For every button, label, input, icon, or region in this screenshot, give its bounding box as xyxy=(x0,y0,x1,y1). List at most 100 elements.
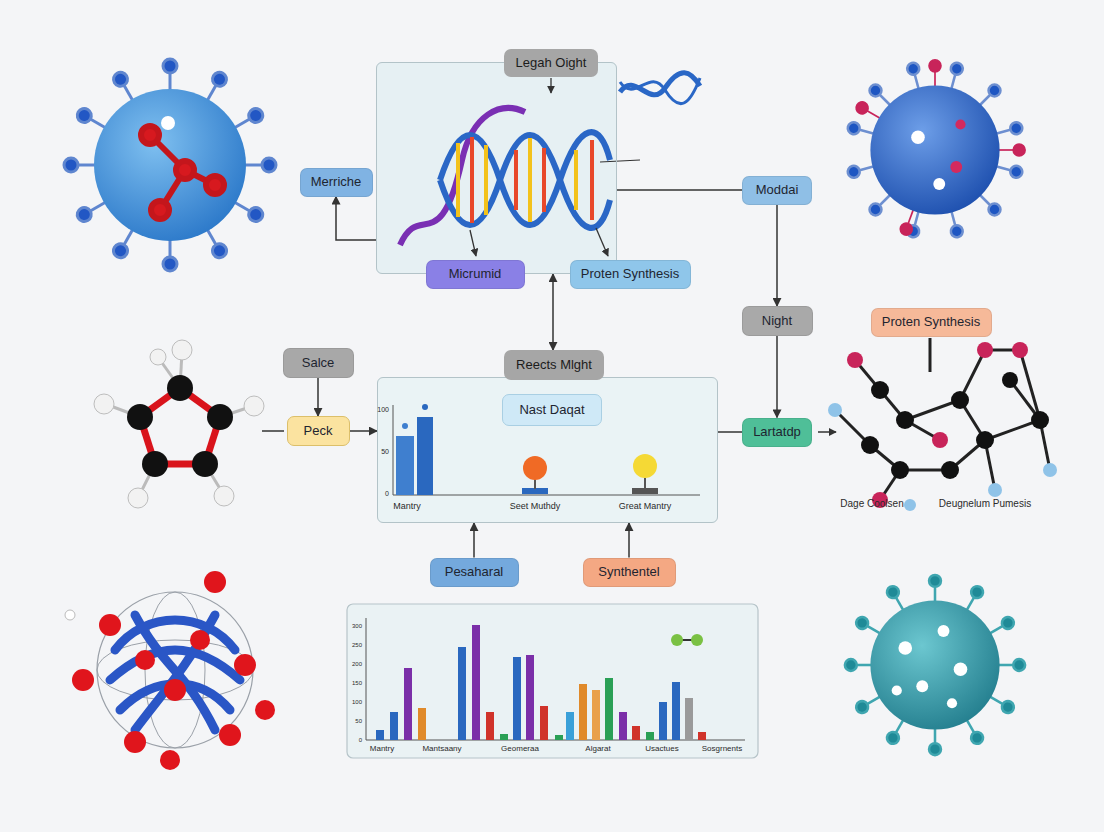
chart-label: Mantsaany xyxy=(422,745,461,754)
virus-top-left-part-part xyxy=(64,158,96,172)
node-text: Peck xyxy=(304,423,333,439)
virus-bottom-right-part-part xyxy=(892,685,902,695)
chart-label: Mantry xyxy=(370,745,394,754)
bottom-chart-part xyxy=(592,690,600,740)
label-pill: Merriche xyxy=(300,168,373,197)
network-molecule-part-part xyxy=(828,403,842,417)
node-text: Night xyxy=(762,313,792,329)
chart-label: 150 xyxy=(352,680,362,687)
virus-top-right-part-part xyxy=(994,161,1023,180)
ring-molecule-part-part xyxy=(244,396,264,416)
bottom-chart-part xyxy=(366,618,367,740)
bottom-chart-part xyxy=(605,678,613,740)
virus-top-right-part-part xyxy=(998,144,1025,156)
virus-top-right-part xyxy=(854,60,1025,237)
dna-helix-part xyxy=(440,132,610,225)
dna-helix-part xyxy=(458,137,592,223)
dna-helix-part xyxy=(470,230,476,256)
node-text: Micrumid xyxy=(449,266,502,282)
label-pill: Proten Synthesis xyxy=(570,260,691,289)
virus-bottom-right-part-part xyxy=(898,641,912,655)
chart-label: 0 xyxy=(385,490,389,498)
ring-molecule-part xyxy=(108,352,250,494)
node-text: Pesaharal xyxy=(445,564,504,580)
network-molecule-part-part xyxy=(929,338,932,372)
chart-label: 300 xyxy=(352,623,362,630)
bottom-chart-part xyxy=(698,732,706,740)
label-pill: Synthentel xyxy=(583,558,676,587)
virus-top-left-part xyxy=(94,89,246,241)
panel-ground-part xyxy=(376,62,617,274)
network-molecule-part-part xyxy=(904,499,916,511)
virus-top-left-part xyxy=(141,126,224,219)
connector xyxy=(350,430,378,432)
dna-helix-part xyxy=(440,135,610,228)
middle-chart-part xyxy=(422,404,428,410)
dna-helix-part-part xyxy=(590,140,594,220)
virus-bottom-right-part-part xyxy=(845,659,872,671)
network-molecule-part-part xyxy=(976,431,994,449)
network-molecule-part xyxy=(861,372,1049,479)
connector xyxy=(317,378,319,416)
middle-chart-part xyxy=(644,478,646,489)
virus-top-left-part-part xyxy=(163,59,177,91)
ring-molecule-part-part xyxy=(192,451,218,477)
virus-top-right-part-part xyxy=(994,121,1023,140)
dna-helix-part-part xyxy=(470,137,474,223)
chart-label: Sosgrnents xyxy=(702,745,742,754)
virus-top-right-part xyxy=(950,161,962,173)
middle-chart-part xyxy=(396,436,414,495)
connector xyxy=(776,336,778,418)
virus-bottom-right-part-part xyxy=(954,662,968,676)
chart-label: 50 xyxy=(355,718,362,725)
node-text: Proten Synthesis xyxy=(882,314,980,330)
virus-bottom-right-part-part xyxy=(998,659,1025,671)
ring-molecule-part xyxy=(94,340,264,508)
chart-label: 100 xyxy=(352,699,362,706)
middle-chart-part xyxy=(633,454,657,478)
network-molecule-part xyxy=(835,338,1050,500)
connector xyxy=(776,205,778,307)
virus-top-right-part-part xyxy=(946,61,965,90)
chart-label: 250 xyxy=(352,642,362,649)
ring-molecule-part-part xyxy=(94,394,114,414)
label-pill: Proten Synthesis xyxy=(871,308,992,337)
panel-heading: Reects Mlght xyxy=(504,350,604,380)
bottom-chart-part xyxy=(486,712,494,740)
bottom-chart-part xyxy=(390,712,398,740)
cage-molecule-part-part xyxy=(135,650,155,670)
network-molecule-part-part xyxy=(1002,372,1018,388)
panel-ground-part xyxy=(377,377,718,523)
virus-bottom-right-part-part xyxy=(947,698,957,708)
dna-helix-part xyxy=(550,78,551,93)
virus-top-right xyxy=(846,60,1025,239)
virus-top-left-part-part xyxy=(163,239,177,271)
cage-molecule-part-part xyxy=(124,731,146,753)
virus-top-right-part xyxy=(933,178,945,190)
ring-molecule xyxy=(94,340,284,508)
virus-top-left-part-part xyxy=(141,126,159,144)
connector xyxy=(473,523,475,558)
bottom-chart-part xyxy=(404,668,412,740)
virus-top-left-part xyxy=(64,59,276,271)
bottom-chart-part xyxy=(472,625,480,740)
node-text: Merriche xyxy=(311,174,362,190)
bottom-chart-part xyxy=(458,647,466,740)
panel-ground-part xyxy=(347,604,758,758)
virus-bottom-right-part xyxy=(870,600,999,729)
bottom-chart-part xyxy=(619,712,627,740)
dna-helix-part-part xyxy=(542,148,546,212)
network-molecule-part-part xyxy=(861,436,879,454)
virus-top-right-part xyxy=(846,61,1023,238)
ring-molecule-part-part xyxy=(128,488,148,508)
virus-top-right-part-part xyxy=(946,209,965,238)
dna-helix-part-part xyxy=(514,150,518,210)
chart-label: Geomeraa xyxy=(501,745,539,754)
virus-top-left-part-part xyxy=(176,161,194,179)
connector xyxy=(552,274,554,350)
virus-bottom-right-part xyxy=(845,575,1025,755)
bottom-chart-part xyxy=(526,655,534,740)
virus-top-left-part xyxy=(161,116,175,130)
label-pill: Nast Daqat xyxy=(502,394,602,426)
